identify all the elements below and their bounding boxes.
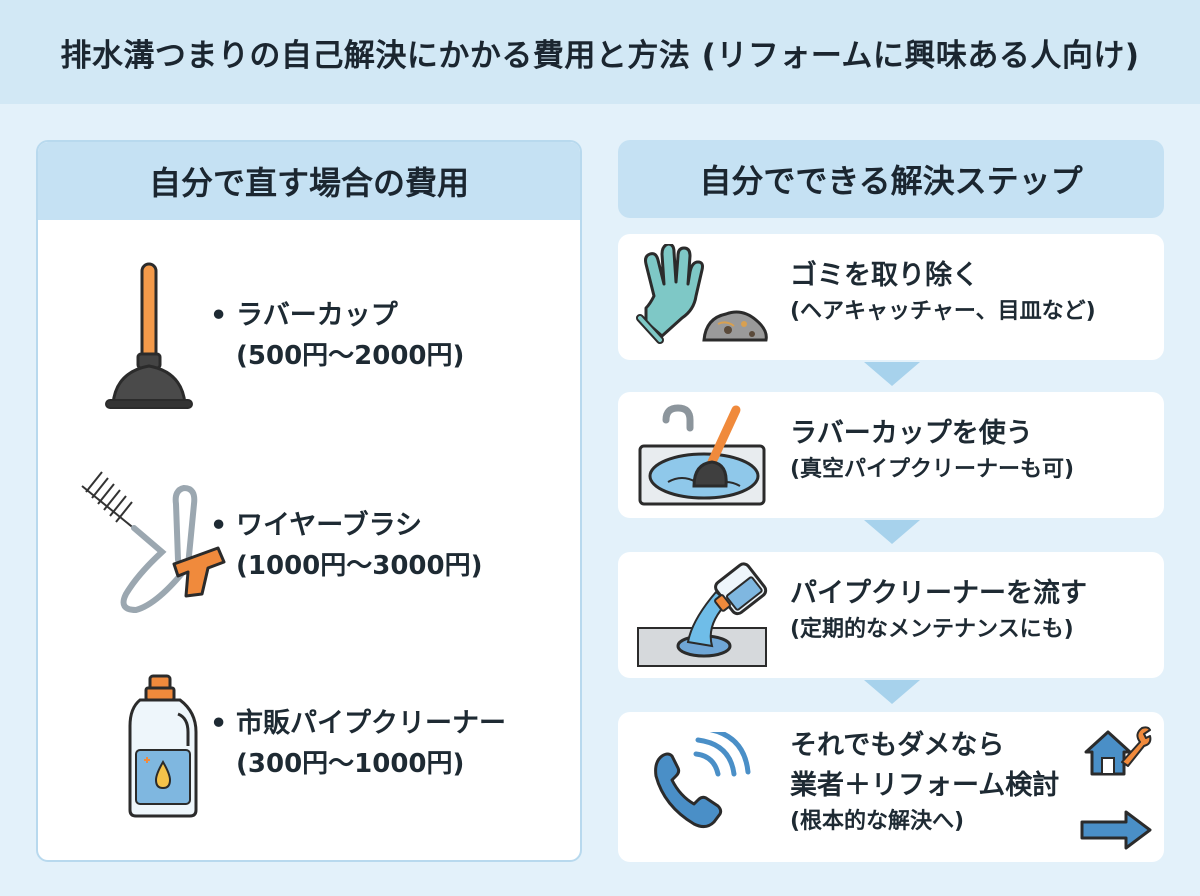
bullet: • (210, 510, 228, 541)
step-title: それでもダメなら (790, 730, 1005, 761)
pour-cleaner-icon (637, 562, 768, 667)
step-text: それでもダメなら 業者＋リフォーム検討 (根本的な解決へ) (790, 726, 1059, 838)
cost-panel: 自分で直す場合の費用 • ラバーカップ (500円〜2000円) (36, 140, 582, 862)
step-subtitle: (ヘアキャッチャー、目皿など) (790, 299, 1096, 324)
step-text: ゴミを取り除く (ヘアキャッチャー、目皿など) (790, 256, 1096, 328)
cost-item-price: (500円〜2000円) (236, 341, 465, 371)
step-text: ラバーカップを使う (真空パイプクリーナーも可) (790, 414, 1074, 486)
page-title: 排水溝つまりの自己解決にかかる費用と方法 (リフォームに興味ある人向け) (60, 37, 1140, 74)
cost-item-text: • ワイヤーブラシ (1000円〜3000円) (210, 506, 483, 586)
step-title-second-line: 業者＋リフォーム検討 (790, 770, 1060, 801)
plunger-icon (105, 262, 193, 409)
steps-panel-header: 自分でできる解決ステップ (618, 140, 1164, 218)
arrow-right-icon (1080, 810, 1152, 850)
cost-item-text: • 市販パイプクリーナー (300円〜1000円) (210, 704, 506, 784)
bullet: • (210, 300, 228, 331)
sink-plunger-icon (638, 404, 766, 506)
cost-item-price: (1000円〜3000円) (236, 551, 483, 581)
cost-item-name: ラバーカップ (236, 300, 398, 331)
step-arrow-icon (864, 680, 920, 704)
cost-item-price: (300円〜1000円) (236, 749, 465, 779)
step-title: ラバーカップを使う (790, 418, 1033, 449)
step-pour-cleaner: パイプクリーナーを流す (定期的なメンテナンスにも) (618, 552, 1164, 678)
step-remove-debris: ゴミを取り除く (ヘアキャッチャー、目皿など) (618, 234, 1164, 360)
cost-item-name: 市販パイプクリーナー (236, 708, 506, 739)
cost-item-plunger: • ラバーカップ (500円〜2000円) (38, 254, 580, 414)
step-title: ゴミを取り除く (790, 260, 979, 291)
cost-item-pipe-cleaner: • 市販パイプクリーナー (300円〜1000円) (38, 662, 580, 822)
step-arrow-icon (864, 362, 920, 386)
cleaner-bottle-icon (128, 674, 198, 818)
steps-panel-heading: 自分でできる解決ステップ (699, 162, 1083, 200)
step-use-plunger: ラバーカップを使う (真空パイプクリーナーも可) (618, 392, 1164, 518)
cost-item-wire-brush: • ワイヤーブラシ (1000円〜3000円) (38, 464, 580, 624)
step-arrow-icon (864, 520, 920, 544)
glove-debris-icon (636, 244, 768, 344)
cost-item-name: ワイヤーブラシ (236, 510, 423, 541)
wire-brush-icon (81, 471, 226, 614)
step-subtitle: (定期的なメンテナンスにも) (790, 617, 1074, 642)
step-subtitle: (根本的な解決へ) (790, 809, 965, 834)
phone-icon (654, 732, 751, 829)
bullet: • (210, 708, 228, 739)
cost-item-text: • ラバーカップ (500円〜2000円) (210, 296, 464, 376)
step-title: パイプクリーナーを流す (790, 578, 1087, 609)
step-contact-contractor: それでもダメなら 業者＋リフォーム検討 (根本的な解決へ) (618, 712, 1164, 862)
cost-panel-header: 自分で直す場合の費用 (38, 142, 580, 220)
cost-panel-heading: 自分で直す場合の費用 (148, 164, 469, 202)
step-subtitle: (真空パイプクリーナーも可) (790, 457, 1075, 482)
step-text: パイプクリーナーを流す (定期的なメンテナンスにも) (790, 574, 1087, 646)
house-wrench-icon (1084, 726, 1152, 776)
title-bar: 排水溝つまりの自己解決にかかる費用と方法 (リフォームに興味ある人向け) (0, 0, 1200, 104)
